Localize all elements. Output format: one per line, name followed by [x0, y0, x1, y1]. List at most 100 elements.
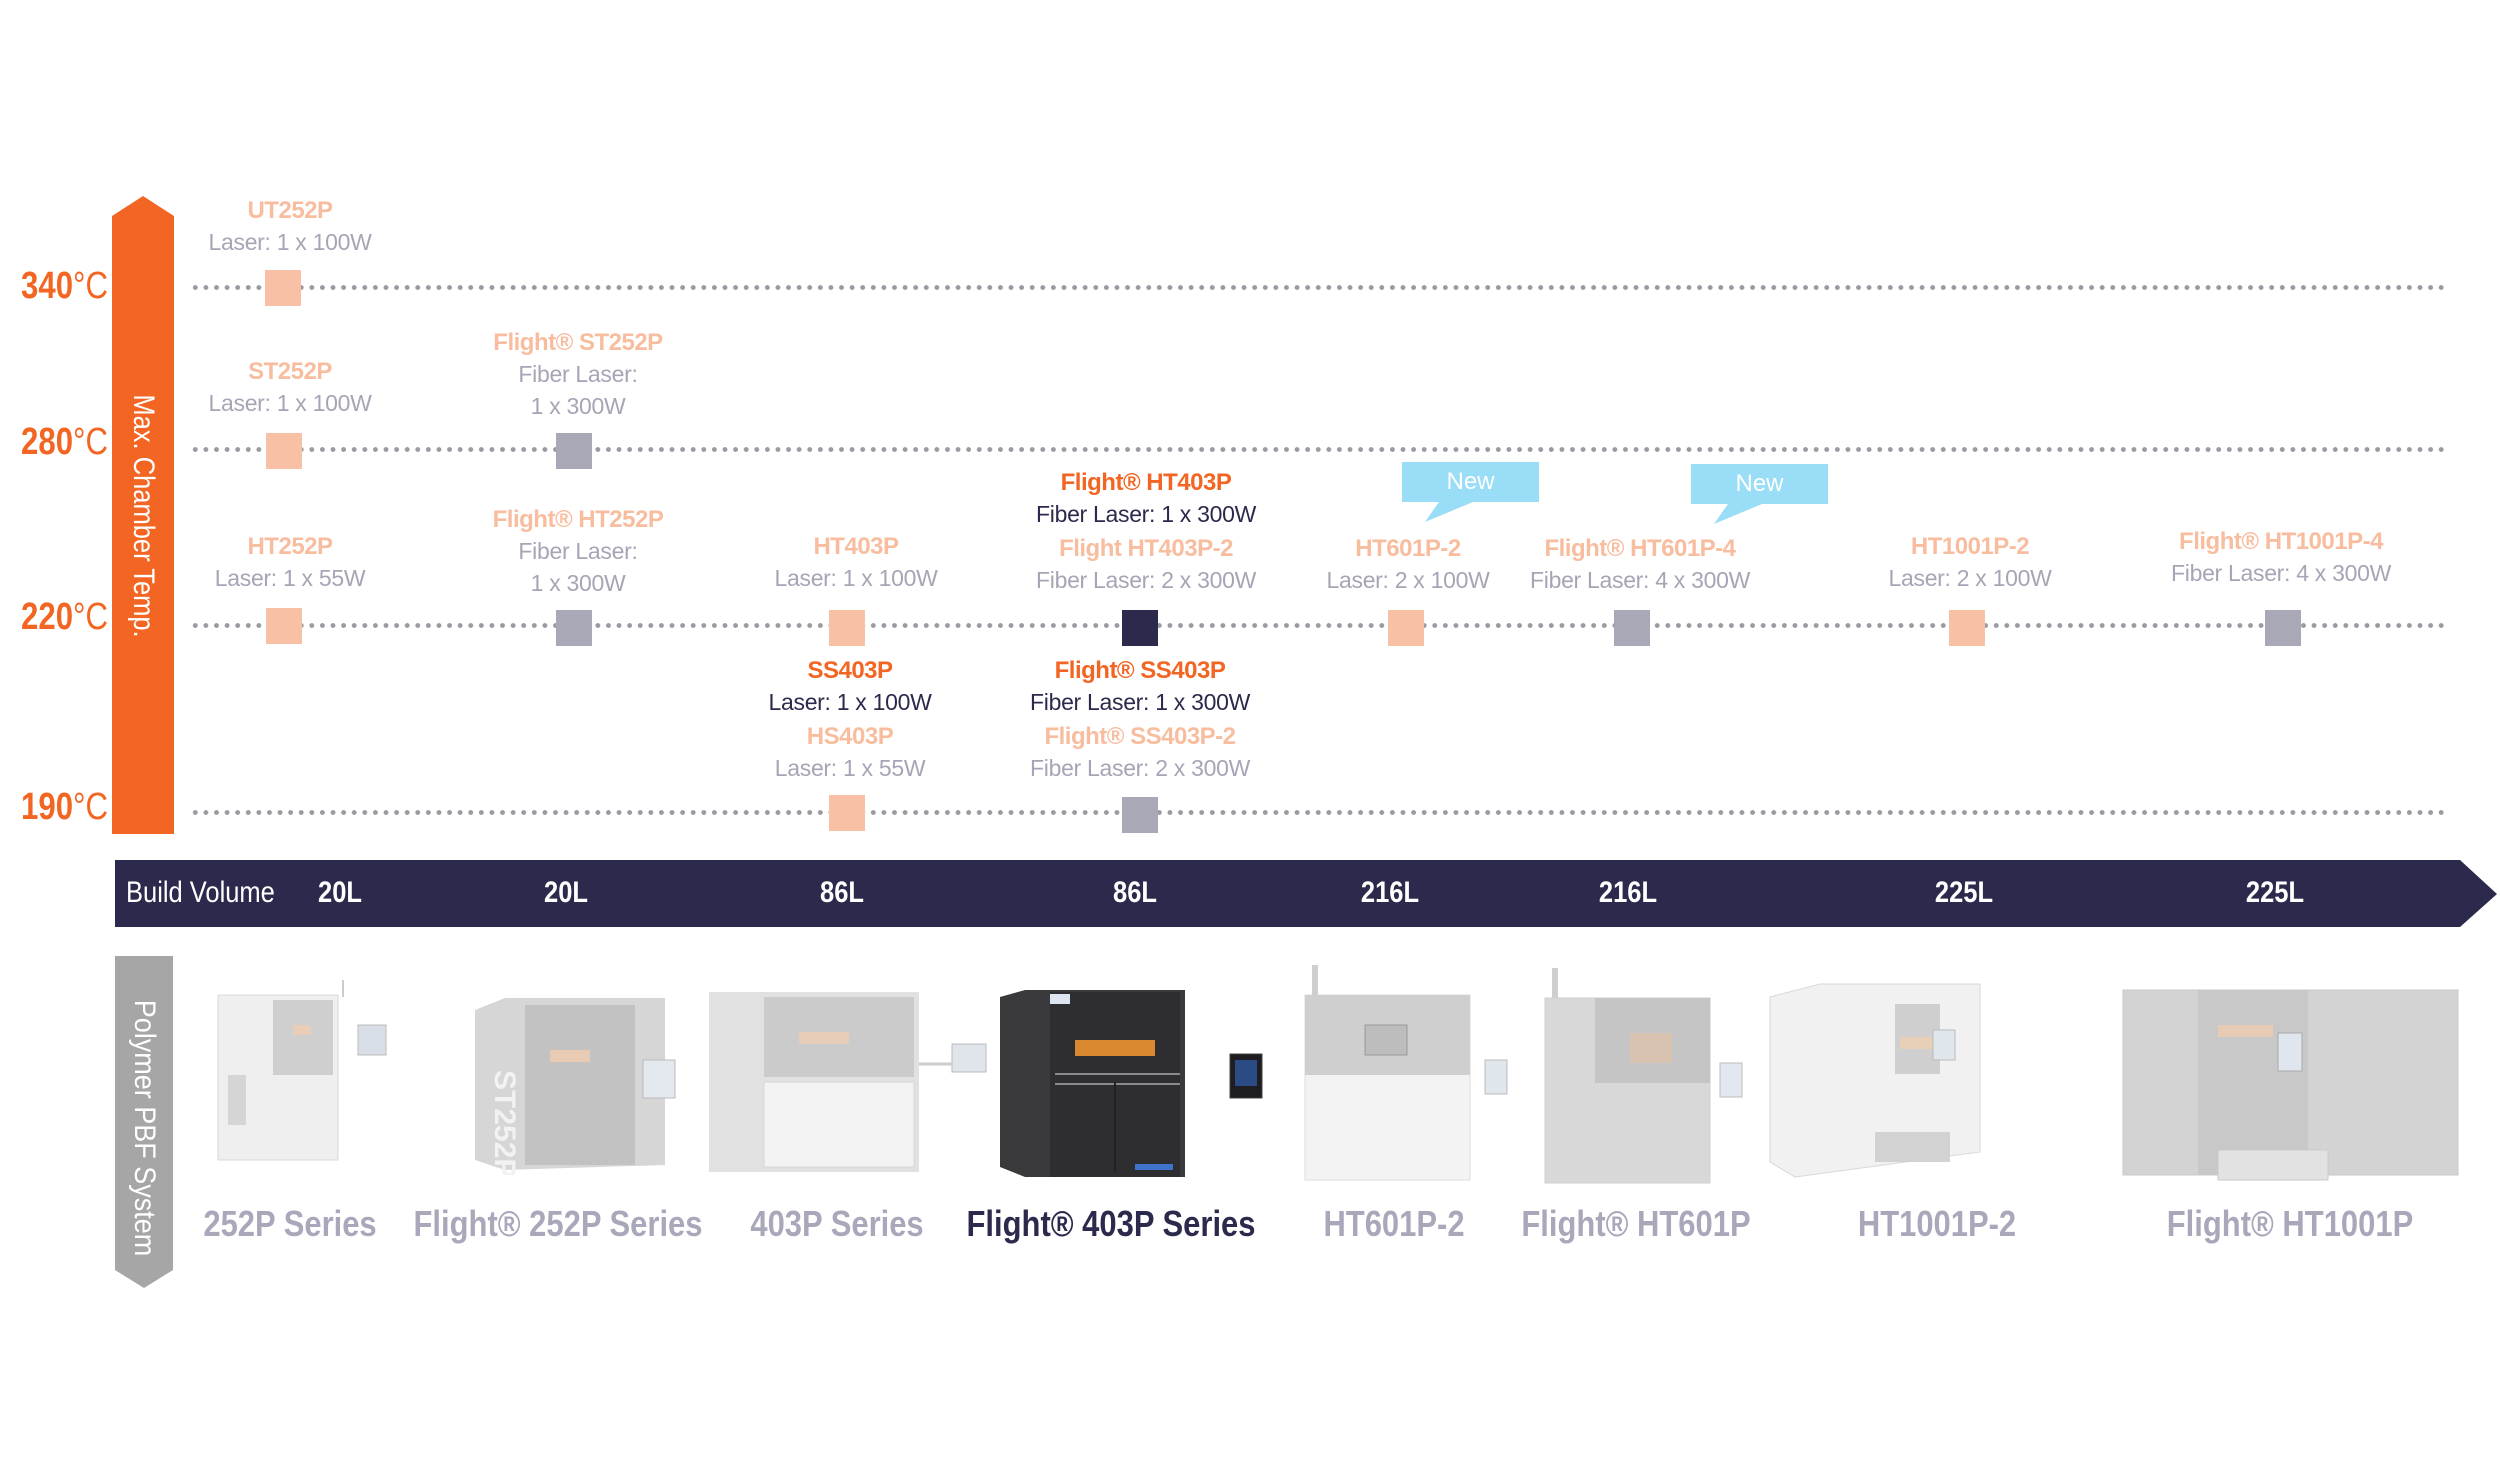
product-name: Flight® SS403P — [1054, 657, 1226, 684]
product-spec: 1 x 300W — [530, 393, 626, 419]
machine-image-403p[interactable] — [704, 982, 1004, 1182]
product-name: SS403P — [807, 657, 893, 684]
level-line-190 — [190, 810, 2446, 815]
series-label[interactable]: Flight® HT601P — [1521, 1203, 1751, 1244]
product-flight-ht403p-2: Flight HT403P-2 Fiber Laser: 2 x 300W — [1036, 534, 1256, 596]
axis-title: Max. Chamber Temp. — [127, 394, 160, 638]
product-name: Flight® HT601P-4 — [1544, 535, 1736, 562]
temp-value: 280 — [21, 421, 74, 463]
system-bar — [115, 956, 173, 1288]
product-name: Flight® HT403P — [1060, 469, 1232, 496]
series-label[interactable]: HT601P-2 — [1323, 1203, 1465, 1244]
product-name: HT601P-2 — [1355, 535, 1461, 562]
new-badge: New — [1402, 462, 1539, 502]
marker-flight-ht252p[interactable] — [556, 610, 592, 646]
product-name: Flight HT403P-2 — [1059, 535, 1233, 562]
series-label[interactable]: 252P Series — [203, 1203, 377, 1244]
product-flight-ht1001p-4: Flight® HT1001P-4 Fiber Laser: 4 x 300W — [2171, 527, 2391, 589]
product-spec: Fiber Laser: 1 x 300W — [1030, 689, 1250, 715]
product-name: HS403P — [806, 723, 894, 750]
marker-flight-st252p[interactable] — [556, 433, 592, 469]
machine-image-flight-ht601p[interactable] — [1535, 958, 1775, 1188]
product-name: HT1001P-2 — [1910, 533, 2030, 560]
build-volume-value: 216L — [1598, 876, 1658, 909]
product-spec: Fiber Laser: 4 x 300W — [2171, 560, 2391, 586]
product-spec: Laser: 1 x 55W — [774, 755, 926, 781]
temp-label-220: 220°C — [19, 597, 108, 637]
machine-image-flight-ht1001p[interactable] — [2118, 985, 2468, 1195]
temp-label-340: 340°C — [19, 266, 108, 306]
product-name: Flight® SS403P-2 — [1044, 723, 1236, 750]
level-line-340 — [190, 285, 2446, 290]
marker-ut252p[interactable] — [265, 270, 301, 306]
marker-flight-ss403p[interactable] — [1122, 797, 1158, 833]
svg-text:ST252P: ST252P — [488, 1070, 521, 1175]
marker-ht252p[interactable] — [266, 608, 302, 644]
new-badge: New — [1691, 464, 1828, 504]
marker-flight-ht601p-4[interactable] — [1614, 610, 1650, 646]
product-spec: Fiber Laser: 4 x 300W — [1530, 567, 1750, 593]
temp-unit: °C — [73, 265, 108, 307]
marker-ht403p[interactable] — [829, 610, 865, 646]
machine-image-ht1001p-2[interactable] — [1765, 982, 2015, 1182]
product-name: UT252P — [247, 197, 333, 224]
product-flight-ss403p-2: Flight® SS403P-2 Fiber Laser: 2 x 300W — [1030, 722, 1250, 784]
product-flight-ht403p: Flight® HT403P Fiber Laser: 1 x 300W — [1036, 468, 1256, 530]
product-flight-ht601p-4: Flight® HT601P-4 Fiber Laser: 4 x 300W — [1530, 534, 1750, 596]
marker-ht1001p-2[interactable] — [1949, 610, 1985, 646]
product-ss403p: SS403P Laser: 1 x 100W — [769, 656, 932, 718]
machine-image-ht601p-2[interactable] — [1295, 955, 1535, 1185]
machine-image-252p[interactable] — [198, 975, 418, 1170]
series-label[interactable]: Flight® 252P Series — [413, 1203, 703, 1244]
marker-ss403p-hs403p[interactable] — [829, 795, 865, 831]
product-name: Flight® HT252P — [492, 506, 664, 533]
product-ht601p-2: HT601P-2 Laser: 2 x 100W — [1327, 534, 1490, 596]
temp-value: 190 — [21, 786, 74, 828]
build-volume-value: 86L — [1113, 876, 1157, 909]
product-spec: Laser: 2 x 100W — [1888, 565, 2052, 591]
product-name: HT403P — [813, 533, 899, 560]
temp-unit: °C — [73, 786, 108, 828]
machine-image-flight-252p[interactable]: ST252P — [465, 990, 705, 1175]
product-flight-ss403p: Flight® SS403P Fiber Laser: 1 x 300W — [1030, 656, 1250, 718]
machine-image-flight-403p[interactable] — [995, 982, 1285, 1182]
product-spec: Fiber Laser: 1 x 300W — [1036, 501, 1256, 527]
series-label[interactable]: Flight® HT1001P — [2166, 1203, 2414, 1244]
marker-flight-ht403p[interactable] — [1122, 610, 1158, 646]
build-volume-value: 86L — [820, 876, 864, 909]
product-ht1001p-2: HT1001P-2 Laser: 2 x 100W — [1889, 532, 2052, 594]
system-label: Polymer PBF System — [128, 999, 161, 1257]
product-ht403p: HT403P Laser: 1 x 100W — [775, 532, 938, 594]
temp-value: 340 — [21, 265, 74, 307]
marker-ht601p-2[interactable] — [1388, 610, 1424, 646]
product-spec: Fiber Laser: 2 x 300W — [1036, 567, 1256, 593]
product-spec: Laser: 1 x 100W — [768, 689, 932, 715]
product-spec: Laser: 1 x 100W — [208, 229, 372, 255]
build-volume-value: 20L — [318, 876, 362, 909]
series-label[interactable]: HT1001P-2 — [1857, 1203, 2017, 1244]
product-name: Flight® ST252P — [493, 329, 663, 356]
product-ut252p: UT252P Laser: 1 x 100W — [209, 196, 372, 258]
product-flight-st252p: Flight® ST252P Fiber Laser: 1 x 300W — [493, 328, 663, 422]
product-spec: Laser: 1 x 100W — [208, 390, 372, 416]
product-spec: Fiber Laser: — [518, 361, 638, 387]
series-label-active[interactable]: Flight® 403P Series — [966, 1203, 1256, 1244]
build-volume-value: 225L — [2245, 876, 2305, 909]
marker-st252p[interactable] — [266, 433, 302, 469]
product-spec: Laser: 1 x 55W — [214, 565, 366, 591]
product-spec: 1 x 300W — [530, 570, 626, 596]
temp-unit: °C — [73, 421, 108, 463]
temperature-arrow — [112, 196, 174, 834]
marker-flight-ht1001p-4[interactable] — [2265, 610, 2301, 646]
product-flight-ht252p: Flight® HT252P Fiber Laser: 1 x 300W — [493, 505, 664, 599]
temp-label-190: 190°C — [19, 787, 108, 827]
product-st252p: ST252P Laser: 1 x 100W — [209, 357, 372, 419]
product-spec: Fiber Laser: — [518, 538, 638, 564]
build-volume-value: 225L — [1934, 876, 1994, 909]
product-name: Flight® HT1001P-4 — [2179, 528, 2383, 555]
build-volume-value: 20L — [544, 876, 588, 909]
product-name: HT252P — [247, 533, 333, 560]
series-label[interactable]: 403P Series — [750, 1203, 924, 1244]
level-line-280 — [190, 447, 2446, 452]
level-line-220 — [190, 623, 2446, 628]
